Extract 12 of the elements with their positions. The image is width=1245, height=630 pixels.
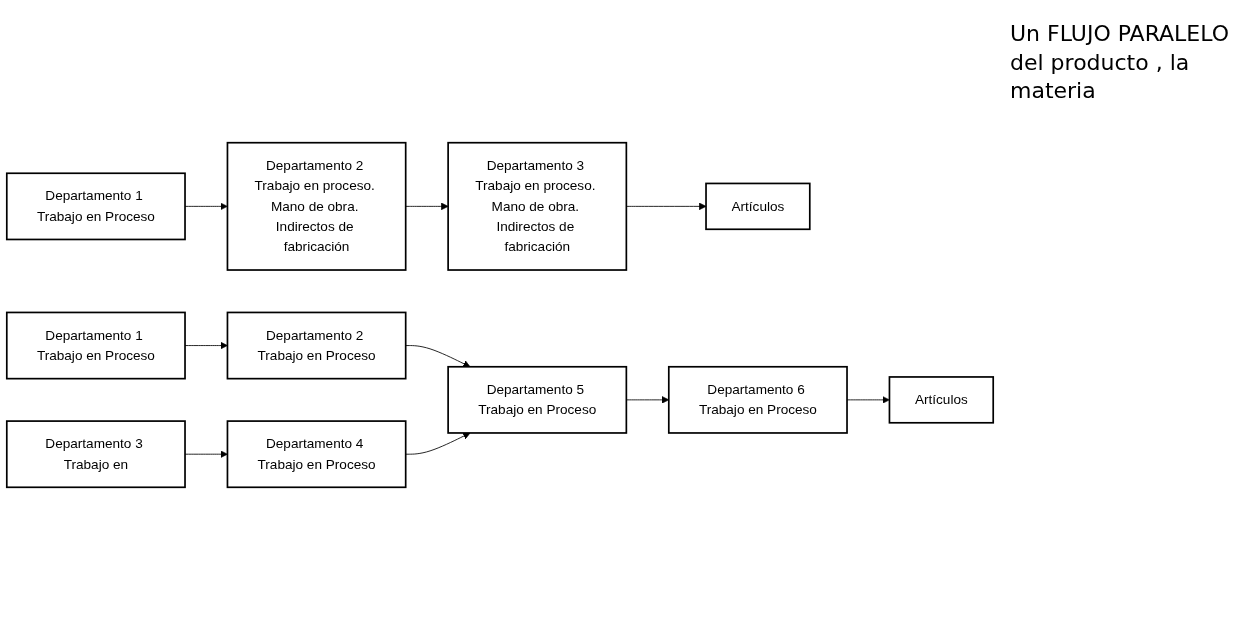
node-box: Departamento 3 Trabajo en xyxy=(5,420,186,489)
node-box: Departamento 2 Trabajo en proceso. Mano de obra. Indirectos de fabricación xyxy=(226,141,407,271)
node-box: Departamento 1 Trabajo en Proceso xyxy=(5,311,186,380)
note-text: Un FLUJO PARALELO del producto , la materia xyxy=(1010,20,1231,106)
node-box: Departamento 5 Trabajo en Proceso xyxy=(447,365,628,434)
node-box: Artículos xyxy=(705,182,811,231)
node-box: Departamento 4 Trabajo en Proceso xyxy=(226,420,407,489)
node-box: Departamento 1 Trabajo en Proceso xyxy=(5,172,186,241)
node-box: Departamento 3 Trabajo en proceso. Mano de obra. Indirectos de fabricación xyxy=(447,141,628,271)
node-box: Departamento 2 Trabajo en Proceso xyxy=(226,311,407,380)
node-box: Artículos xyxy=(888,376,995,424)
node-box: Departamento 6 Trabajo en Proceso xyxy=(667,365,848,434)
